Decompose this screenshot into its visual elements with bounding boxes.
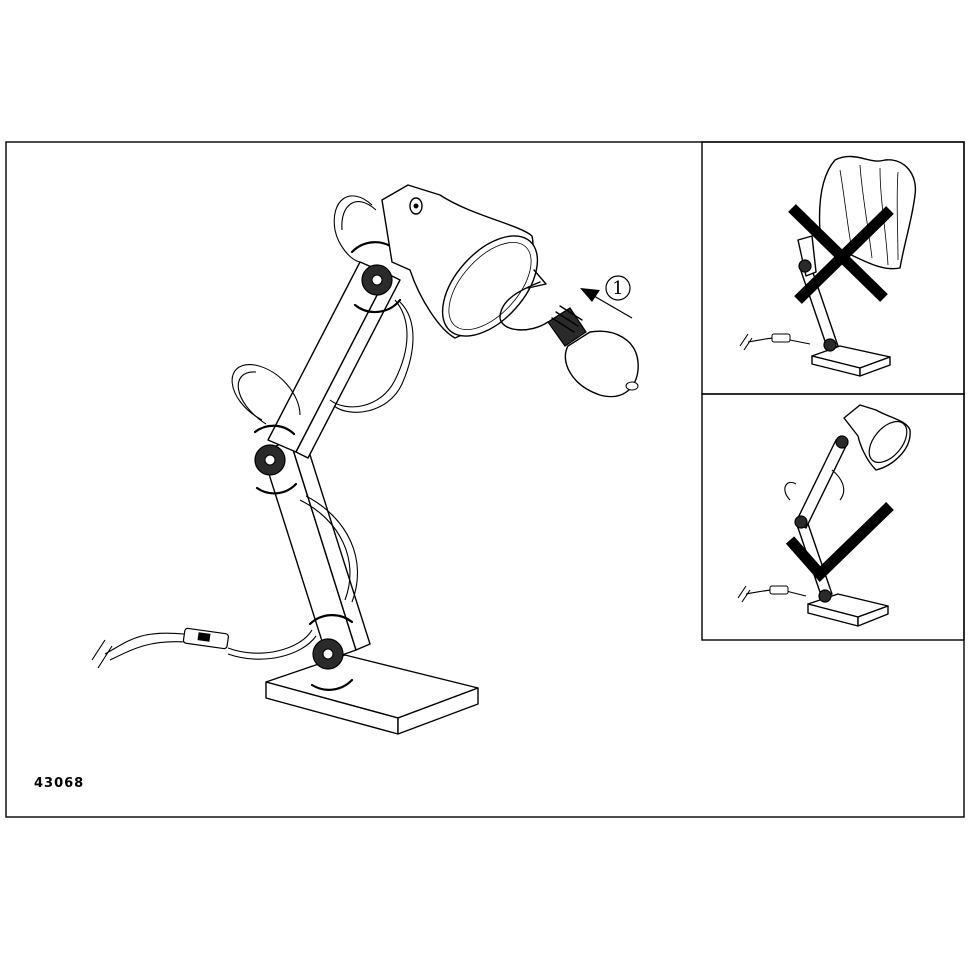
panel-allowed bbox=[701, 393, 965, 641]
light-bulb-icon bbox=[547, 305, 639, 398]
joint-knob bbox=[308, 614, 354, 691]
joint-knob bbox=[253, 424, 298, 495]
desk-lamp-icon bbox=[91, 184, 539, 735]
cross-mark-icon bbox=[788, 204, 894, 304]
insert-arrow-icon bbox=[580, 288, 633, 319]
rotate-arrow-icon bbox=[499, 269, 549, 331]
step-number: 1 bbox=[612, 278, 623, 299]
joint-knob bbox=[350, 241, 402, 314]
check-mark-icon bbox=[785, 502, 894, 582]
step-number-badge: 1 bbox=[605, 275, 631, 301]
model-number: 43068 bbox=[34, 776, 85, 791]
